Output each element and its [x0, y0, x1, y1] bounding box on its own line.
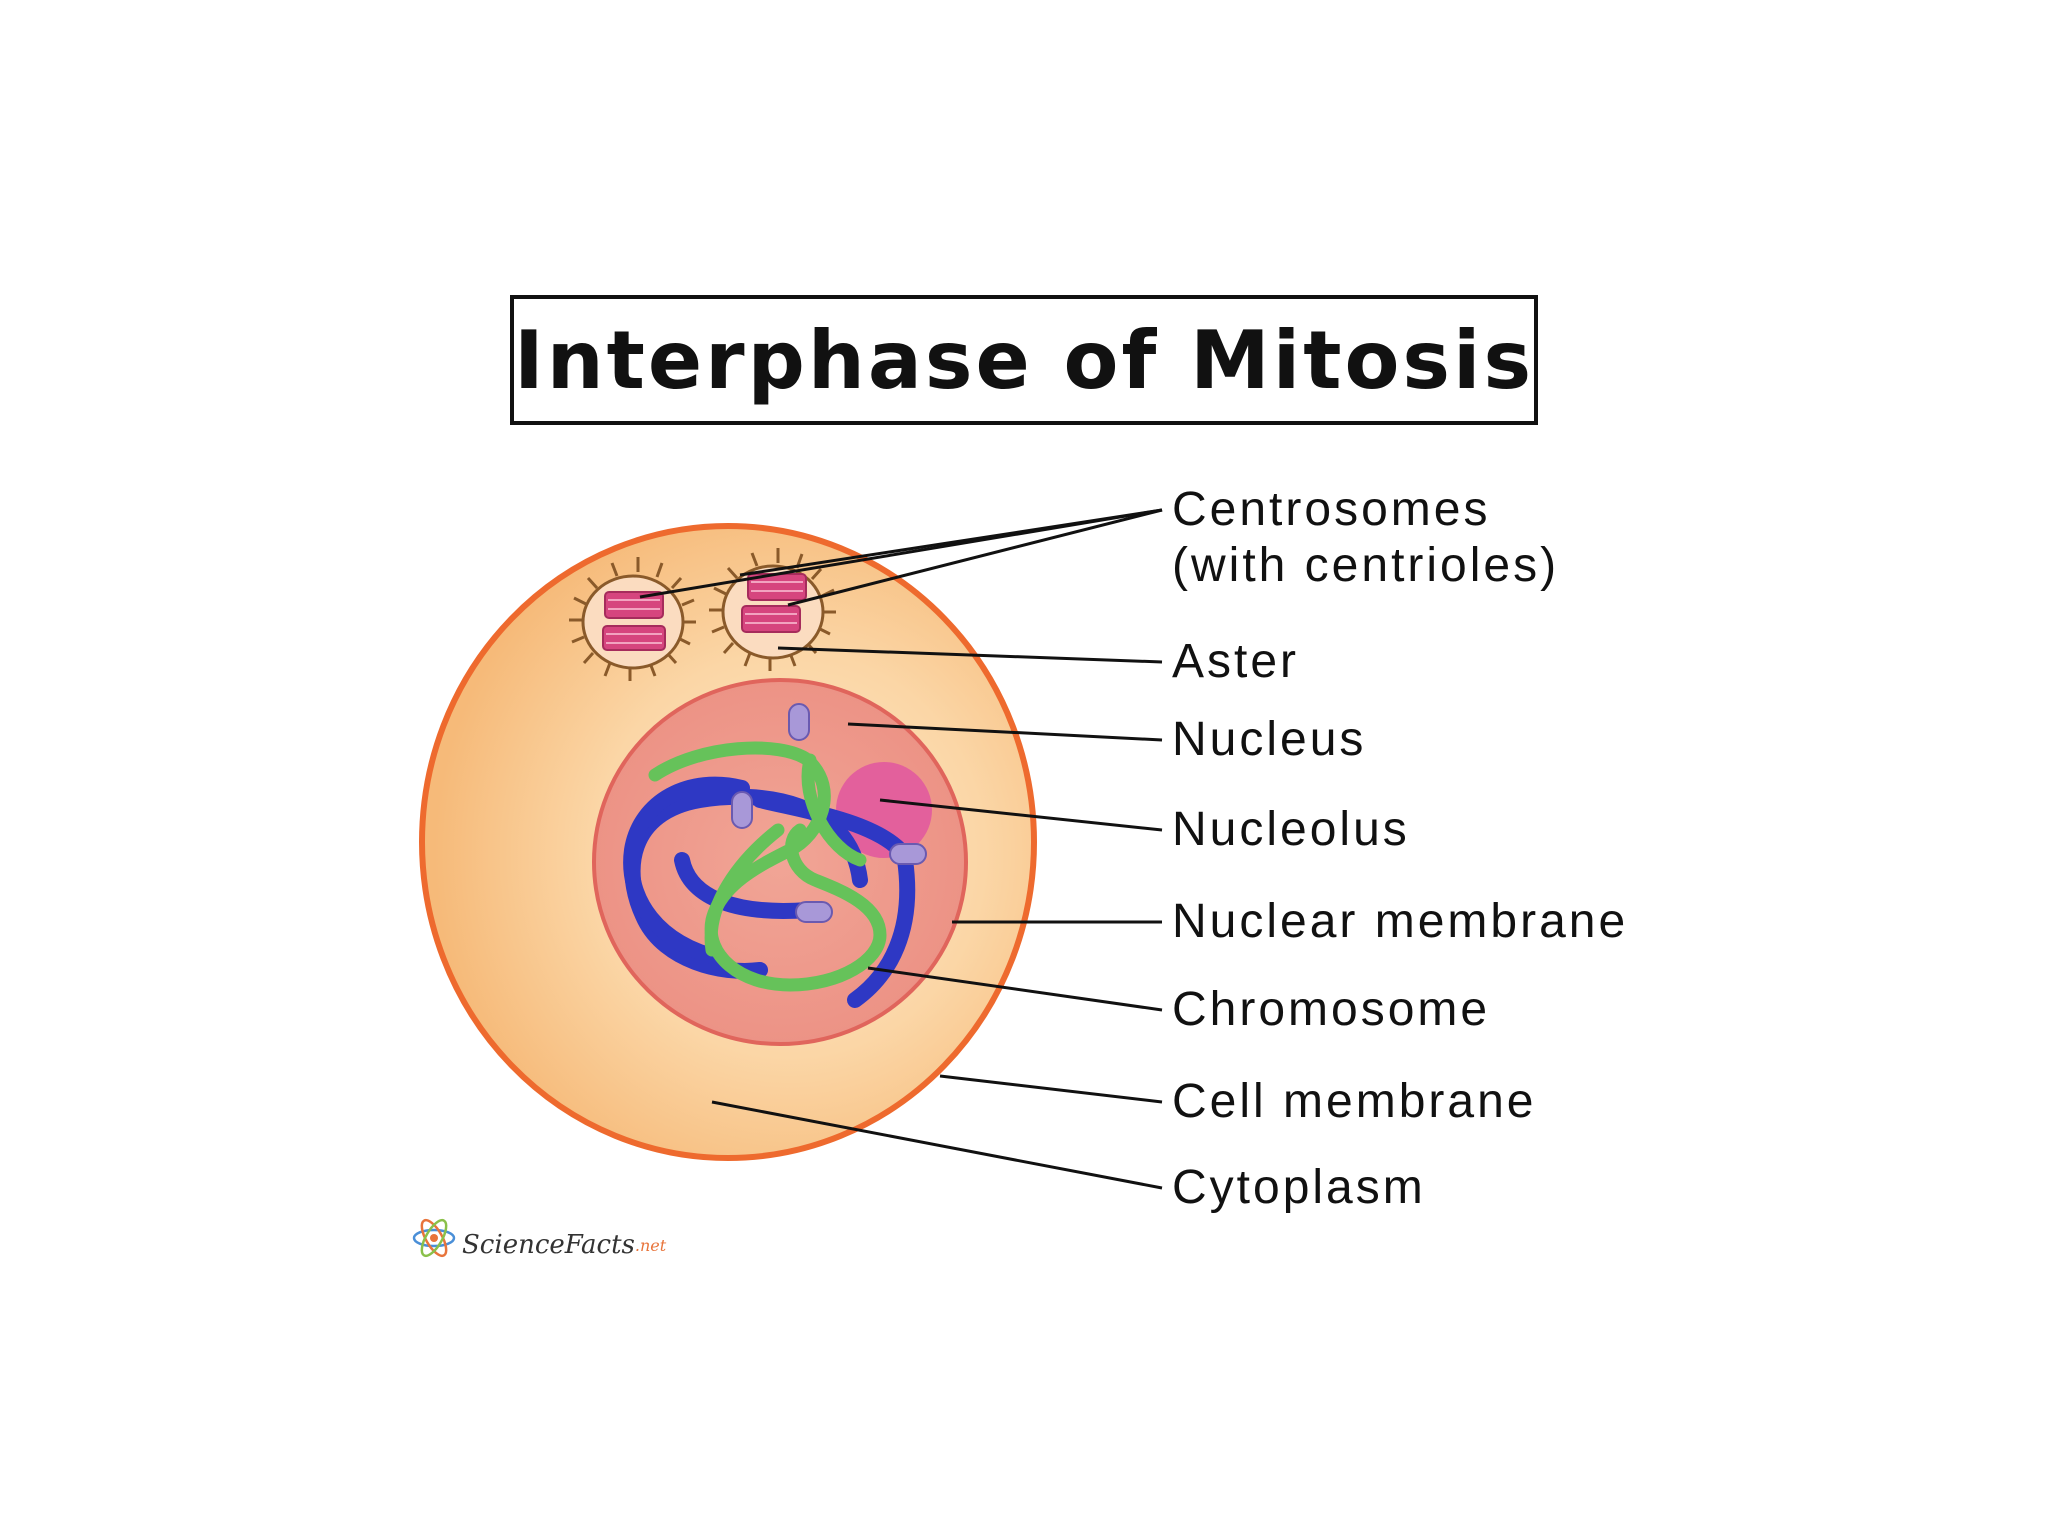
label-centrosomes: Centrosomes — [1172, 483, 1491, 536]
centrosome-right — [709, 548, 836, 671]
leader-cell-membrane — [939, 1074, 1163, 1104]
centriole — [741, 605, 801, 633]
leader-centrosome-split — [739, 508, 1163, 577]
label-cytoplasm: Cytoplasm — [1172, 1161, 1426, 1214]
leader-aster — [777, 646, 1163, 664]
logo-suffix: .net — [634, 1235, 667, 1255]
leader-centrosome-right — [787, 508, 1163, 607]
label-aster: Aster — [1172, 635, 1300, 688]
title-box: Interphase of Mitosis — [510, 295, 1538, 425]
leader-lines — [639, 508, 1163, 1190]
logo-atom-icon — [412, 1218, 456, 1258]
label-centrosomes-sub: (with centrioles) — [1172, 539, 1560, 592]
centrosome-left — [569, 557, 696, 681]
leader-cytoplasm — [711, 1100, 1163, 1190]
sciencefacts-logo: ScienceFacts .net — [412, 1220, 666, 1270]
leader-chromosome — [867, 966, 1163, 1012]
page-title: Interphase of Mitosis — [513, 313, 1535, 407]
label-nuclear-membrane: Nuclear membrane — [1172, 895, 1629, 948]
label-cell-membrane: Cell membrane — [1172, 1075, 1537, 1128]
logo-text: ScienceFacts — [462, 1230, 635, 1260]
kinetochores — [731, 703, 927, 923]
label-nucleus: Nucleus — [1172, 713, 1367, 766]
centriole — [604, 591, 664, 619]
label-chromosome: Chromosome — [1172, 983, 1491, 1036]
chromosome-green — [648, 741, 887, 992]
label-nucleolus: Nucleolus — [1172, 803, 1410, 856]
leader-nucleus — [847, 722, 1163, 742]
leader-nucleolus — [879, 798, 1163, 832]
centriole — [602, 625, 666, 651]
